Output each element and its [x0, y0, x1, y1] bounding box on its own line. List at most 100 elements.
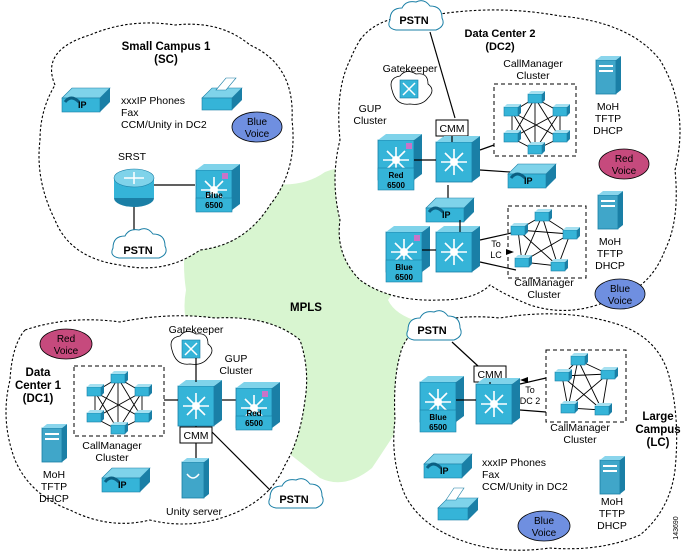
sc-title-line2: (SC) [154, 54, 178, 66]
dc2-ip-phone-blue-icon: IP [424, 196, 476, 224]
lc-ccm-cluster-box [545, 349, 627, 423]
dc2-blue-voice-line1: Blue [610, 284, 630, 295]
dc1-red-switch-label: Red [246, 409, 261, 418]
lc-phones-text: xxxIP Phones [482, 457, 546, 469]
dc1-pstn-cloud-icon [268, 478, 324, 509]
figure-id: 143690 [673, 516, 680, 539]
dc1-link-cmm-pstn [211, 431, 271, 491]
dc2-red-voice-line2: Voice [612, 166, 637, 177]
lc-blue-voice-badge [517, 510, 571, 542]
lc-ccm-line2: Cluster [563, 434, 597, 446]
dc1-title-line3: (DC1) [23, 393, 54, 405]
lc-core-switch-icon [475, 377, 521, 425]
sc-fax-text: Fax [121, 107, 139, 119]
dc2-ccm-cluster2-box [507, 205, 587, 279]
lc-link-pstn-cmm [451, 341, 479, 367]
dc2-red-switch-model: 6500 [387, 181, 405, 190]
fax-icon [201, 77, 243, 111]
dc2-link-pstn-cmm [429, 31, 456, 119]
sc-voice-line2: Voice [245, 129, 270, 140]
dc1-server-line3: DHCP [39, 493, 69, 505]
dc2-server1-line1: MoH [597, 101, 619, 113]
lc-pstn-cloud-icon [406, 310, 462, 341]
sc-ccm-text: CCM/Unity in DC2 [121, 119, 207, 131]
dc2-blue-voice-line2: Voice [608, 296, 633, 307]
dc2-red-voice-line1: Red [615, 154, 633, 165]
sc-blue-voice-badge [231, 111, 283, 143]
svg-text:IP: IP [118, 480, 127, 490]
dc2-gatekeeper-label: Gatekeeper [383, 63, 438, 75]
dc2-blue-switch-model: 6500 [395, 273, 413, 282]
lc-server-line2: TFTP [599, 508, 625, 520]
lc-title-line2: Campus [635, 424, 680, 436]
dc1-red-switch-model: 6500 [245, 419, 263, 428]
sc-pstn-label: PSTN [123, 245, 152, 257]
dc2-blue-voice-badge [594, 278, 646, 310]
lc-server-icon [599, 455, 626, 495]
dc2-to-lc-line1: To [491, 239, 501, 249]
dc2-ccm-line2: Cluster [516, 70, 550, 82]
dc2-gup-line2: Cluster [353, 115, 387, 127]
unity-server-label: Unity server [166, 506, 223, 518]
dc2-server2-icon [597, 190, 624, 230]
dc1-core-switch-icon [177, 379, 223, 427]
lc-title-line3: (LC) [647, 437, 670, 449]
dc2-red-switch-label: Red [388, 171, 403, 180]
dc2-title-line1: Data Center 2 [465, 28, 536, 40]
dc1-server-line1: MoH [43, 469, 65, 481]
sc-switch-label: Blue [205, 191, 223, 200]
sc-phones-text: xxxIP Phones [121, 95, 185, 107]
lc-to-dc2-line1: To [525, 385, 535, 395]
dc1-gup-line1: GUP [225, 353, 248, 365]
dc2-ccm2-line2: Cluster [527, 289, 561, 301]
dc2-ip-phone-red-icon: IP [506, 162, 558, 190]
dc1-ccm-line2: Cluster [95, 452, 129, 464]
ip-phone-icon: IP [60, 86, 112, 114]
dc2-title-line2: (DC2) [485, 41, 515, 53]
srst-label: SRST [118, 151, 147, 163]
dc1-gup-line2: Cluster [219, 365, 253, 377]
dc2-core-switch-icon [435, 135, 481, 183]
data-center-1-cloud [5, 315, 308, 525]
lc-ip-phone-icon: IP [422, 452, 474, 480]
lc-switch-label: Blue [429, 413, 447, 422]
lc-ccm-line1: CallManager [550, 422, 610, 434]
dc1-ccm-line1: CallManager [82, 440, 142, 452]
dc2-server2-line1: MoH [599, 236, 621, 248]
dc2-server1-icon [595, 55, 622, 95]
lc-voice-line1: Blue [534, 516, 554, 527]
lc-fax-icon [437, 487, 479, 521]
dc2-blue-switch-label: Blue [395, 263, 413, 272]
svg-text:IP: IP [78, 100, 87, 110]
lc-pstn-label: PSTN [417, 325, 446, 337]
dc1-server-icon [41, 423, 68, 463]
dc2-ccm2-mesh [517, 215, 571, 267]
lc-server-line3: DHCP [597, 520, 627, 532]
dc1-red-voice-line2: Voice [54, 346, 79, 357]
sc-switch-model: 6500 [205, 201, 223, 210]
sc-title-line1: Small Campus 1 [122, 41, 211, 53]
dc2-gatekeeper-icon [390, 71, 433, 105]
dc2-server2-line2: TFTP [597, 248, 623, 260]
lc-to-dc2-line2: DC 2 [520, 396, 541, 406]
dc1-ccm-cluster-box [73, 365, 165, 437]
svg-text:IP: IP [442, 210, 451, 220]
dc2-gup-line1: GUP [359, 103, 382, 115]
unity-server-icon [181, 458, 209, 499]
dc1-title-line2: Center 1 [15, 380, 62, 392]
dc2-server1-line2: TFTP [595, 113, 621, 125]
dc2-pstn-cloud-icon [388, 0, 444, 31]
dc1-title-line1: Data [26, 367, 52, 379]
dc2-server1-line3: DHCP [593, 125, 623, 137]
lc-switch-model: 6500 [429, 423, 447, 432]
srst-router-icon [113, 168, 155, 207]
dc1-gatekeeper-icon [170, 331, 213, 365]
dc2-to-lc-line2: LC [490, 250, 502, 260]
dc2-ccm-line1: CallManager [503, 58, 563, 70]
svg-text:IP: IP [440, 466, 449, 476]
sc-voice-line1: Blue [247, 117, 267, 128]
dc2-cmm-label: CMM [439, 123, 464, 135]
mpls-label: MPLS [290, 302, 322, 314]
dc1-cmm-label: CMM [183, 430, 208, 442]
